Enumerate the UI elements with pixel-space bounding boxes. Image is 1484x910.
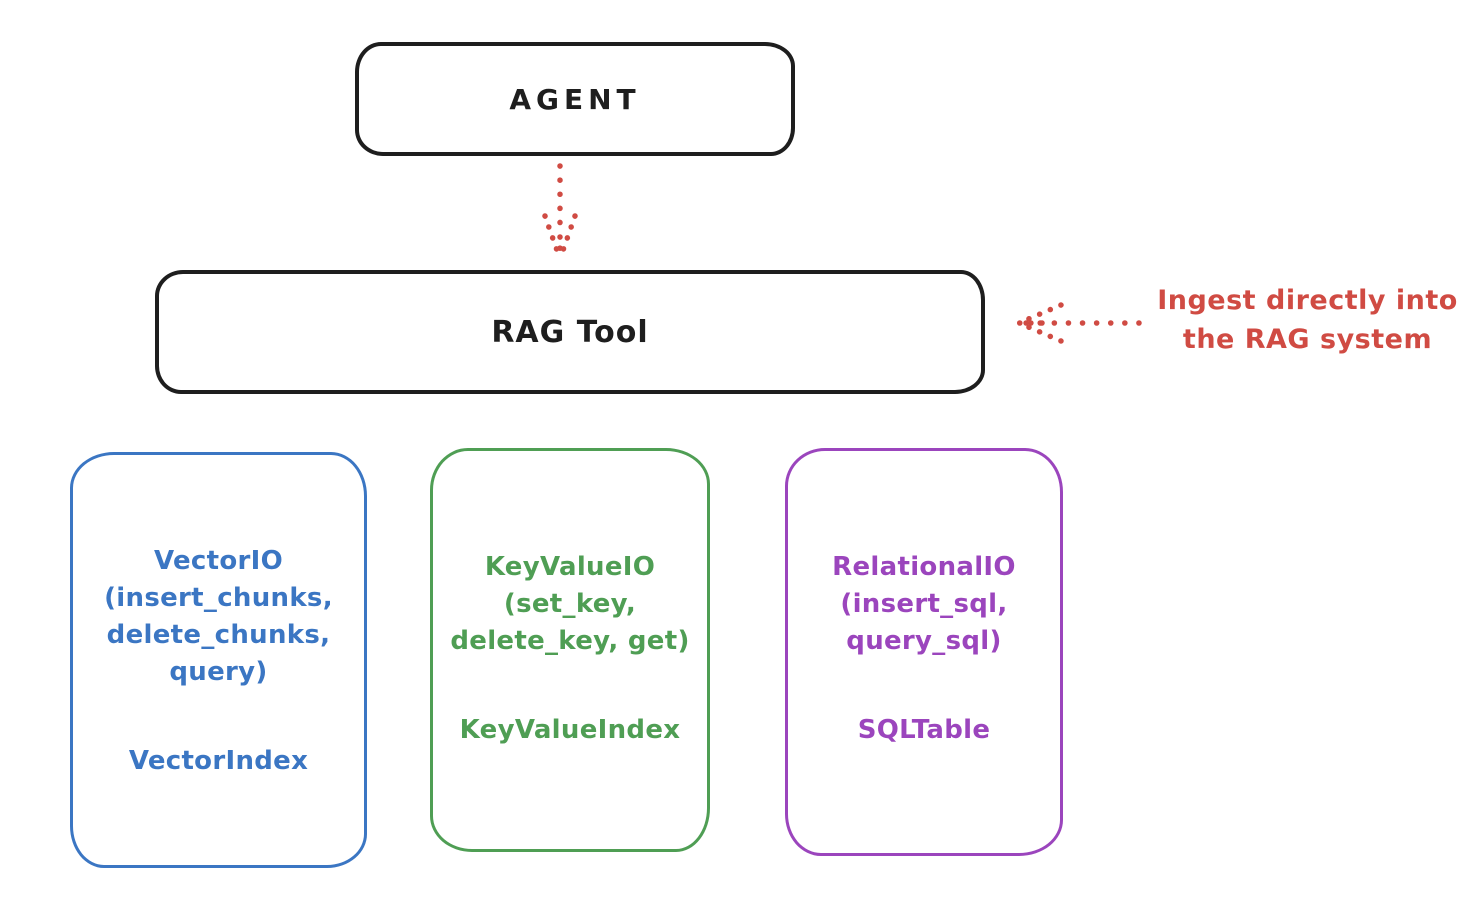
- vector-io-title-line: (insert_chunks,: [104, 583, 333, 613]
- vector-io-title-line: delete_chunks,: [106, 620, 331, 650]
- agent-node: AGENT: [355, 42, 795, 156]
- relational-io-title-line: RelationalIO: [832, 552, 1016, 582]
- vector-io-node: VectorIO (insert_chunks, delete_chunks, …: [70, 452, 367, 868]
- rag-tool-label: RAG Tool: [491, 314, 649, 350]
- rag-tool-node: RAG Tool: [155, 270, 985, 394]
- key-value-io-title-line: delete_key, get): [450, 626, 690, 656]
- vector-io-title-line: VectorIO: [153, 546, 284, 576]
- vector-io-title: VectorIO (insert_chunks, delete_chunks, …: [104, 543, 333, 691]
- vector-index-label: VectorIndex: [128, 746, 309, 776]
- relational-io-node: RelationalIO (insert_sql, query_sql) SQL…: [785, 448, 1063, 856]
- ingest-annotation-line-2: the RAG system: [1182, 324, 1433, 355]
- key-value-io-title: KeyValueIO (set_key, delete_key, get): [450, 549, 689, 660]
- ingest-arrow-icon: [1016, 302, 1142, 344]
- key-value-index-label: KeyValueIndex: [459, 715, 681, 745]
- key-value-io-node: KeyValueIO (set_key, delete_key, get) Ke…: [430, 448, 710, 852]
- vector-io-title-line: query): [169, 657, 268, 687]
- ingest-annotation-line-1: Ingest directly into: [1157, 285, 1458, 316]
- relational-io-title-line: (insert_sql,: [840, 589, 1008, 619]
- relational-io-title: RelationalIO (insert_sql, query_sql): [832, 549, 1016, 660]
- ingest-annotation: Ingest directly into the RAG system: [1140, 281, 1475, 359]
- sql-table-label: SQLTable: [857, 715, 991, 745]
- key-value-io-title-line: (set_key,: [503, 589, 637, 619]
- agent-to-rag-arrow-icon: [542, 163, 578, 262]
- relational-io-title-line: query_sql): [846, 626, 1002, 656]
- agent-label: AGENT: [509, 82, 641, 116]
- key-value-io-title-line: KeyValueIO: [484, 552, 656, 582]
